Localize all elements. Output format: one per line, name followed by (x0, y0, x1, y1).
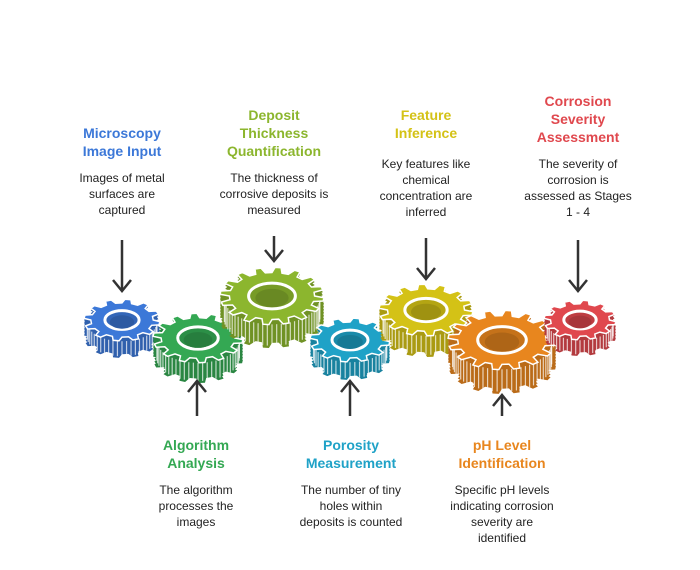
step-desc-line: corrosion is (547, 173, 609, 187)
step-description: The thickness of corrosive deposits is m… (196, 170, 352, 218)
step-ph-level-identification: pH Level Identification Specific pH leve… (428, 436, 576, 546)
step-title-line: Measurement (305, 455, 397, 471)
step-title: Porosity Measurement (278, 436, 424, 472)
step-desc-line: holes within (319, 499, 383, 513)
step-desc-line: captured (98, 203, 146, 217)
step-description: Key features like chemical concentration… (354, 156, 498, 220)
step-desc-line: deposits is counted (299, 515, 403, 529)
step-desc-line: The severity of (538, 157, 618, 171)
step-title-line: Analysis (167, 455, 225, 471)
step-description: The algorithm processes the images (126, 482, 266, 530)
step-description: The severity of corrosion is assessed as… (506, 156, 650, 220)
step-description: Images of metal surfaces are captured (52, 170, 192, 218)
step-title: Corrosion Severity Assessment (506, 92, 650, 146)
arrow-down-icon (112, 240, 132, 293)
step-title: pH Level Identification (428, 436, 576, 472)
step-title: Algorithm Analysis (126, 436, 266, 472)
gear-orange-icon (447, 309, 557, 394)
step-title: Feature Inference (354, 106, 498, 142)
step-corrosion-severity-assessment: Corrosion Severity Assessment The severi… (506, 92, 650, 220)
step-desc-line: The thickness of (230, 171, 318, 185)
step-desc-line: assessed as Stages (524, 189, 632, 203)
step-microscopy-image-input: Microscopy Image Input Images of metal s… (52, 124, 192, 218)
gear-blue-icon (83, 298, 161, 358)
step-title-line: Quantification (226, 143, 322, 159)
step-algorithm-analysis: Algorithm Analysis The algorithm process… (126, 436, 266, 530)
step-porosity-measurement: Porosity Measurement The number of tiny … (278, 436, 424, 530)
arrow-up-icon (187, 379, 207, 416)
arrow-up-icon (492, 393, 512, 416)
step-desc-line: Images of metal (79, 171, 165, 185)
step-description: Specific pH levels indicating corrosion … (428, 482, 576, 546)
step-title-line: Corrosion (544, 93, 612, 109)
step-desc-line: chemical (402, 173, 450, 187)
step-desc-line: indicating corrosion (450, 499, 554, 513)
gear-lime-icon (219, 266, 325, 348)
step-desc-line: inferred (405, 205, 447, 219)
arrow-down-icon (416, 238, 436, 281)
step-desc-line: Key features like (381, 157, 471, 171)
step-title-line: Identification (458, 455, 546, 471)
step-desc-line: severity are (470, 515, 534, 529)
step-feature-inference: Feature Inference Key features like chem… (354, 106, 498, 220)
step-desc-line: identified (477, 531, 527, 545)
step-title: Deposit Thickness Quantification (196, 106, 352, 160)
step-title-line: Thickness (239, 125, 309, 141)
step-title-line: Image Input (82, 143, 162, 159)
step-desc-line: Specific pH levels (454, 483, 550, 497)
step-title-line: Porosity (322, 437, 379, 453)
step-desc-line: images (176, 515, 216, 529)
step-desc-line: corrosive deposits is (219, 187, 329, 201)
step-desc-line: measured (247, 203, 301, 217)
step-desc-line: The number of tiny (300, 483, 402, 497)
step-title-line: Deposit (248, 107, 300, 123)
gear-green-icon (152, 312, 244, 383)
step-desc-line: The algorithm (159, 483, 233, 497)
step-description: The number of tiny holes within deposits… (278, 482, 424, 530)
gear-teal-icon (309, 317, 391, 380)
step-title: Microscopy Image Input (52, 124, 192, 160)
step-desc-line: surfaces are (88, 187, 156, 201)
step-title-line: Severity (550, 111, 606, 127)
step-title-line: pH Level (472, 437, 532, 453)
arrow-down-icon (568, 240, 588, 293)
step-deposit-thickness-quantification: Deposit Thickness Quantification The thi… (196, 106, 352, 218)
step-title-line: Assessment (536, 129, 620, 145)
arrow-down-icon (264, 236, 284, 263)
step-title-line: Feature (400, 107, 452, 123)
step-desc-line: processes the (158, 499, 234, 513)
step-desc-line: 1 - 4 (565, 205, 590, 219)
step-desc-line: concentration are (379, 189, 473, 203)
step-title-line: Inference (394, 125, 458, 141)
step-title-line: Algorithm (162, 437, 230, 453)
step-title-line: Microscopy (83, 125, 161, 141)
gear-red-icon (543, 299, 617, 356)
arrow-up-icon (340, 379, 360, 416)
